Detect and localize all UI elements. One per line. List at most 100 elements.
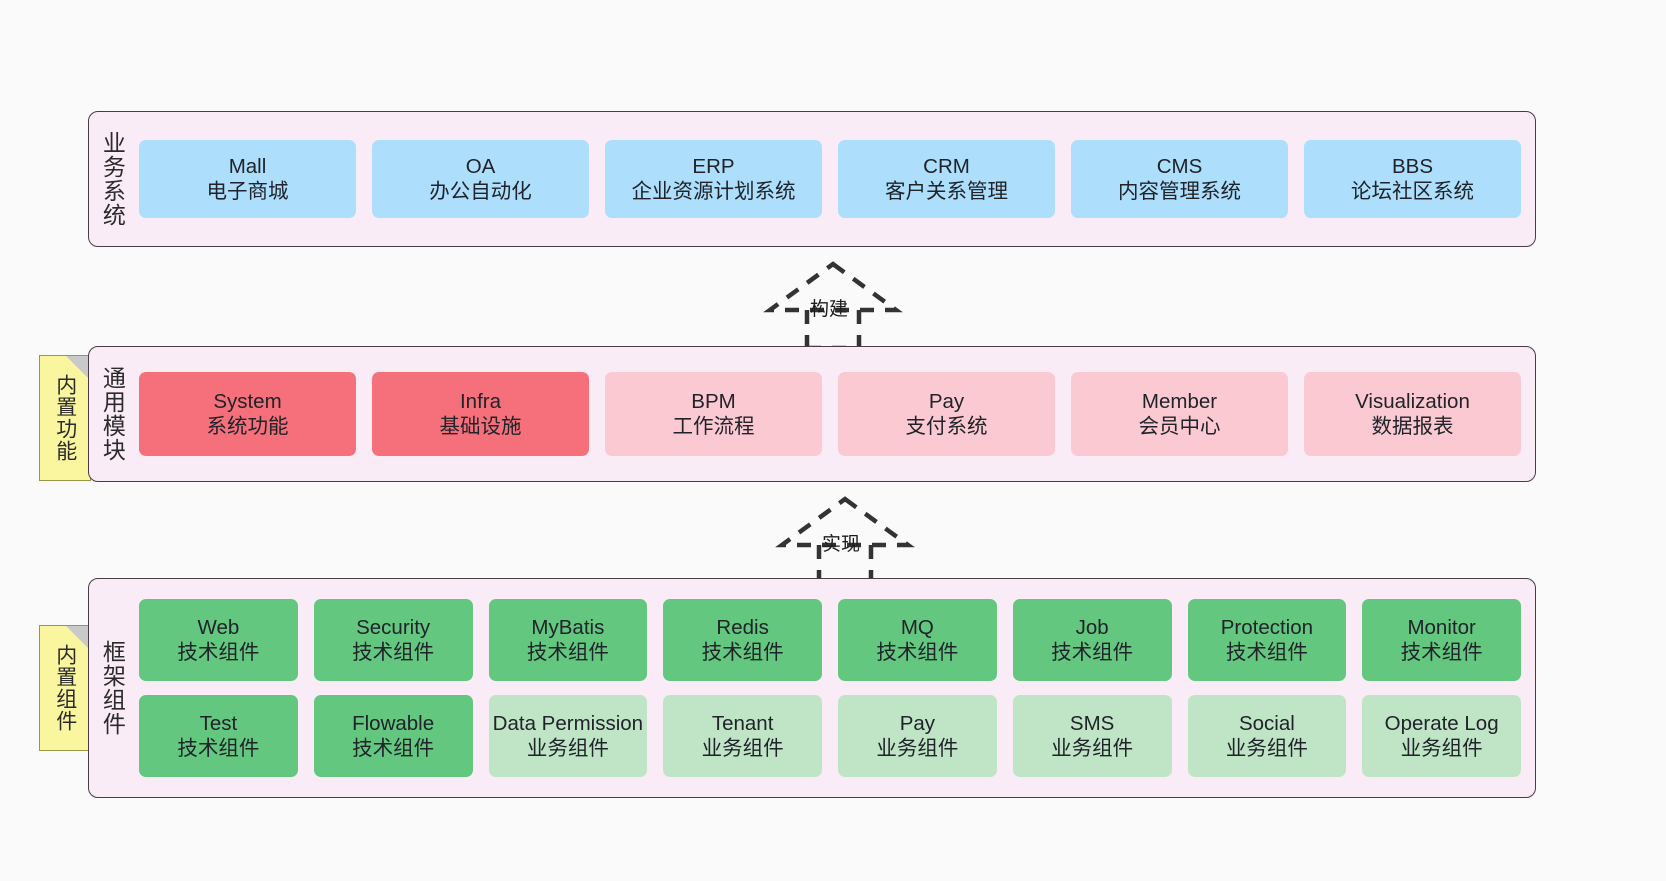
cell-subtitle: 技术组件 xyxy=(352,737,435,760)
cell-subtitle: 技术组件 xyxy=(1051,641,1134,664)
cell-title: Operate Log xyxy=(1384,712,1499,735)
cell-subtitle: 业务组件 xyxy=(526,737,609,760)
cell-title: Data Permission xyxy=(492,712,644,735)
cell-oa[interactable]: OA 办公自动化 xyxy=(372,140,589,218)
note-label: 内置功能 xyxy=(53,374,77,462)
cell-title: OA xyxy=(465,155,496,178)
connector-build: 构建 xyxy=(758,258,908,351)
cell-subtitle: 业务组件 xyxy=(1225,737,1308,760)
cell-title: Job xyxy=(1075,616,1109,639)
cell-bpm[interactable]: BPM 工作流程 xyxy=(605,372,822,456)
layer-title-common: 通用模块 xyxy=(99,366,126,462)
cell-title: Protection xyxy=(1220,616,1314,639)
cell-subtitle: 企业资源计划系统 xyxy=(631,180,796,203)
layer-common-modules[interactable]: 通用模块 System 系统功能 Infra 基础设施 BPM 工作流程 Pay… xyxy=(88,346,1536,482)
note-label: 内置组件 xyxy=(53,644,77,732)
cell-infra[interactable]: Infra 基础设施 xyxy=(372,372,589,456)
layer-body-framework: Web 技术组件 Security 技术组件 MyBatis 技术组件 Redi… xyxy=(135,579,1535,797)
cell-sms[interactable]: SMS 业务组件 xyxy=(1012,695,1172,777)
cell-subtitle: 技术组件 xyxy=(352,641,435,664)
cell-title: BPM xyxy=(691,390,736,413)
cell-subtitle: 技术组件 xyxy=(1225,641,1308,664)
cell-flowable[interactable]: Flowable 技术组件 xyxy=(313,695,473,777)
cell-subtitle: 办公自动化 xyxy=(429,180,532,203)
cell-subtitle: 支付系统 xyxy=(905,415,988,438)
cell-subtitle: 技术组件 xyxy=(1400,641,1483,664)
cell-title: Pay xyxy=(928,390,965,413)
cell-subtitle: 内容管理系统 xyxy=(1118,180,1241,203)
cell-crm[interactable]: CRM 客户关系管理 xyxy=(838,140,1055,218)
cell-title: Visualization xyxy=(1355,390,1470,413)
cell-title: Flowable xyxy=(352,712,435,735)
cell-subtitle: 工作流程 xyxy=(672,415,755,438)
cell-title: ERP xyxy=(692,155,735,178)
layer-title-business: 业务系统 xyxy=(99,131,126,227)
layer-body-common: System 系统功能 Infra 基础设施 BPM 工作流程 Pay 支付系统… xyxy=(135,347,1535,481)
cell-monitor[interactable]: Monitor 技术组件 xyxy=(1362,599,1521,681)
cell-social[interactable]: Social 业务组件 xyxy=(1187,695,1347,777)
cell-mall[interactable]: Mall 电子商城 xyxy=(139,140,356,218)
cell-title: Test xyxy=(199,712,238,735)
cell-operate-log[interactable]: Operate Log 业务组件 xyxy=(1362,695,1521,777)
cell-redis[interactable]: Redis 技术组件 xyxy=(663,599,822,681)
cell-cms[interactable]: CMS 内容管理系统 xyxy=(1071,140,1288,218)
cell-subtitle: 技术组件 xyxy=(526,641,609,664)
cell-title: SMS xyxy=(1069,712,1115,735)
cell-title: MQ xyxy=(900,616,934,639)
cell-row: Mall 电子商城 OA 办公自动化 ERP 企业资源计划系统 CRM 客户关系… xyxy=(139,140,1521,218)
cell-system[interactable]: System 系统功能 xyxy=(139,372,356,456)
cell-subtitle: 客户关系管理 xyxy=(885,180,1008,203)
layer-business-systems[interactable]: 业务系统 Mall 电子商城 OA 办公自动化 ERP 企业资源计划系统 CRM… xyxy=(88,111,1536,247)
cell-row: Test 技术组件 Flowable 技术组件 Data Permission … xyxy=(139,695,1521,777)
connector-implement: 实现 xyxy=(770,493,920,584)
cell-title: Pay xyxy=(899,712,936,735)
cell-title: BBS xyxy=(1391,155,1434,178)
cell-row: System 系统功能 Infra 基础设施 BPM 工作流程 Pay 支付系统… xyxy=(139,372,1521,456)
layer-body-business: Mall 电子商城 OA 办公自动化 ERP 企业资源计划系统 CRM 客户关系… xyxy=(135,112,1535,246)
cell-title: Tenant xyxy=(711,712,774,735)
cell-subtitle: 论坛社区系统 xyxy=(1351,180,1474,203)
cell-title: Security xyxy=(356,616,431,639)
cell-subtitle: 技术组件 xyxy=(177,737,260,760)
cell-bbs[interactable]: BBS 论坛社区系统 xyxy=(1304,140,1521,218)
cell-web[interactable]: Web 技术组件 xyxy=(139,599,298,681)
cell-title: Redis xyxy=(716,616,769,639)
layer-framework-components[interactable]: 框架组件 Web 技术组件 Security 技术组件 MyBatis 技术组件… xyxy=(88,578,1536,798)
connector-implement-label: 实现 xyxy=(822,534,861,555)
cell-subtitle: 会员中心 xyxy=(1138,415,1221,438)
cell-title: System xyxy=(213,390,282,413)
cell-row: Web 技术组件 Security 技术组件 MyBatis 技术组件 Redi… xyxy=(139,599,1521,681)
note-builtin-components: 内置组件 xyxy=(39,625,91,751)
cell-subtitle: 基础设施 xyxy=(439,415,522,438)
cell-subtitle: 业务组件 xyxy=(876,737,959,760)
cell-title: Monitor xyxy=(1407,616,1476,639)
cell-subtitle: 数据报表 xyxy=(1371,415,1454,438)
cell-member[interactable]: Member 会员中心 xyxy=(1071,372,1288,456)
cell-security[interactable]: Security 技术组件 xyxy=(313,599,473,681)
cell-mybatis[interactable]: MyBatis 技术组件 xyxy=(488,599,648,681)
cell-mq[interactable]: MQ 技术组件 xyxy=(838,599,997,681)
cell-erp[interactable]: ERP 企业资源计划系统 xyxy=(605,140,822,218)
cell-subtitle: 技术组件 xyxy=(701,641,784,664)
cell-job[interactable]: Job 技术组件 xyxy=(1012,599,1172,681)
layer-title-framework: 框架组件 xyxy=(99,640,126,736)
cell-protection[interactable]: Protection 技术组件 xyxy=(1187,599,1347,681)
cell-pay-component[interactable]: Pay 业务组件 xyxy=(838,695,997,777)
cell-subtitle: 电子商城 xyxy=(206,180,289,203)
note-fold-corner-icon xyxy=(66,356,90,380)
cell-subtitle: 系统功能 xyxy=(206,415,289,438)
cell-visualization[interactable]: Visualization 数据报表 xyxy=(1304,372,1521,456)
cell-title: MyBatis xyxy=(531,616,605,639)
connector-build-label: 构建 xyxy=(810,299,849,320)
cell-title: Member xyxy=(1141,390,1218,413)
cell-subtitle: 业务组件 xyxy=(1051,737,1134,760)
cell-title: Social xyxy=(1238,712,1295,735)
cell-data-permission[interactable]: Data Permission 业务组件 xyxy=(488,695,648,777)
cell-title: Infra xyxy=(459,390,502,413)
cell-tenant[interactable]: Tenant 业务组件 xyxy=(663,695,822,777)
cell-subtitle: 业务组件 xyxy=(1400,737,1483,760)
note-fold-corner-icon xyxy=(66,626,90,650)
cell-test[interactable]: Test 技术组件 xyxy=(139,695,298,777)
cell-pay-module[interactable]: Pay 支付系统 xyxy=(838,372,1055,456)
